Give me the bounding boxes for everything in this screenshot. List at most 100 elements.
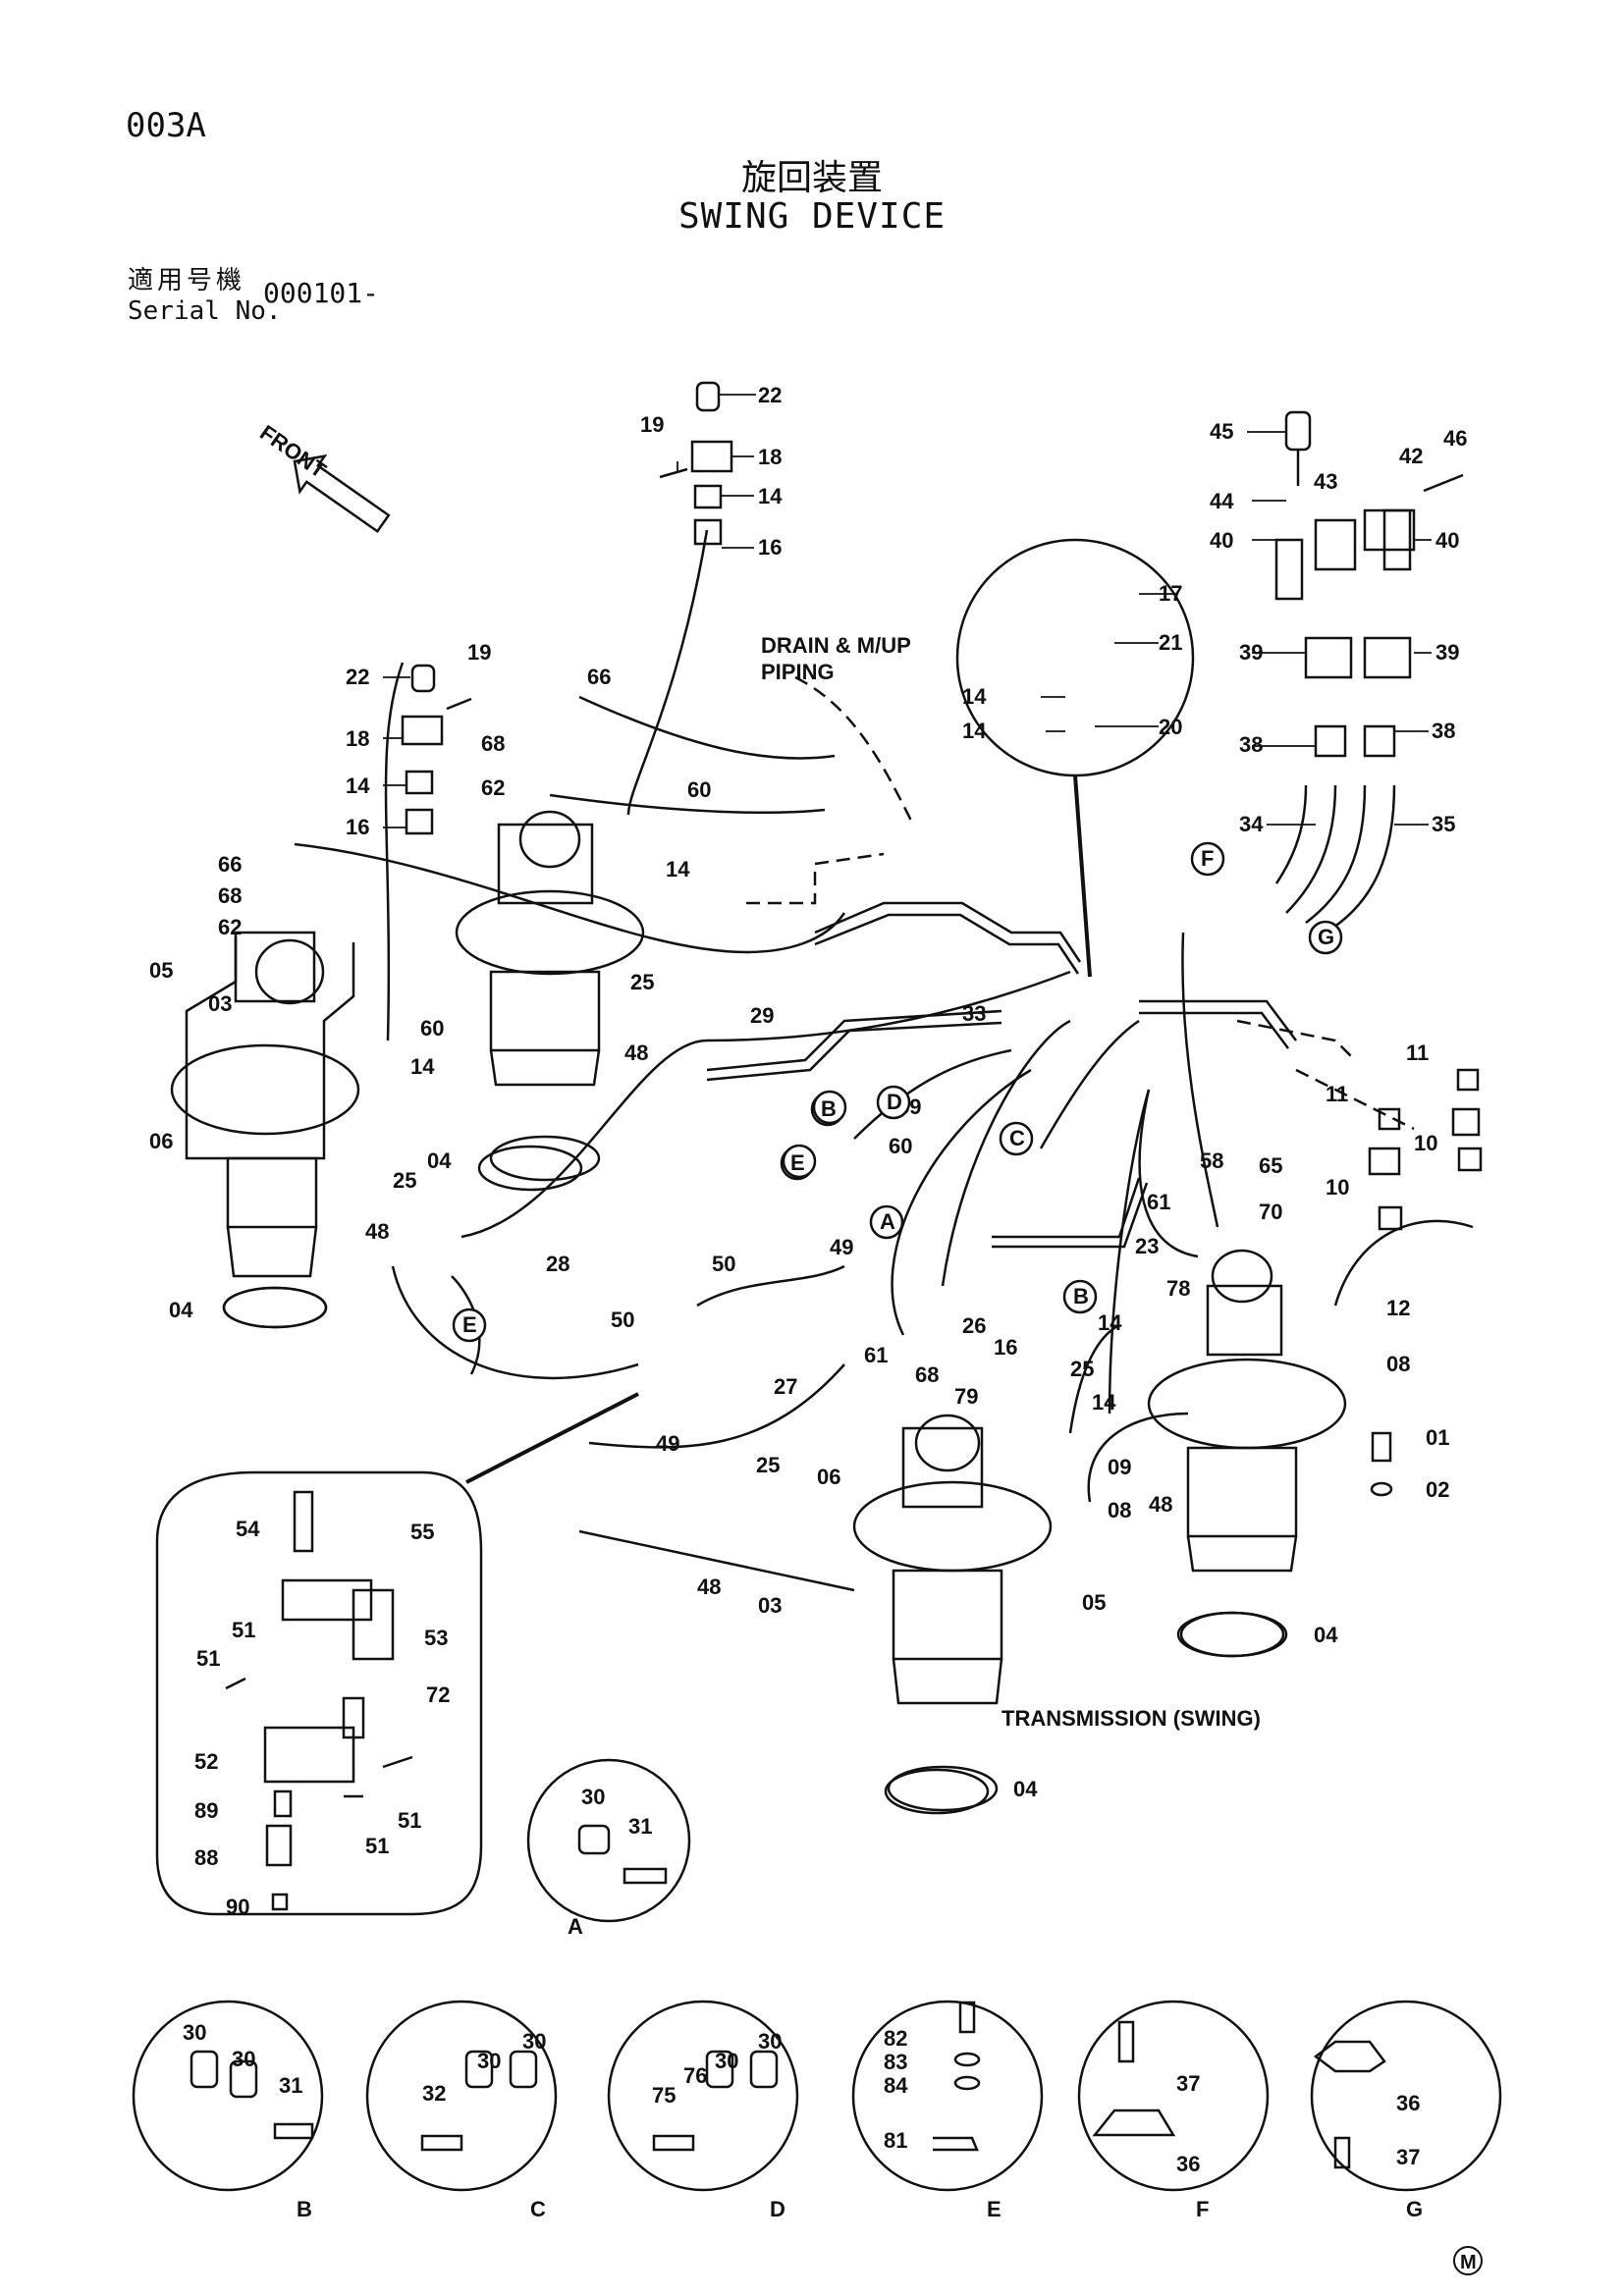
part-label-30-c2: 30 (522, 2029, 546, 2054)
part-label-39-b: 39 (1435, 640, 1459, 665)
part-label-49-a: 49 (830, 1235, 853, 1259)
top-right-valve-block (1274, 410, 1464, 758)
center-swing-motor (852, 1414, 1053, 1812)
part-label-14-top: 14 (758, 484, 783, 508)
detail-circle-a (526, 1758, 691, 1923)
letter-g-marker: G (1318, 925, 1334, 949)
detail-box-manifold (155, 1470, 483, 1916)
part-label-68-c: 68 (915, 1362, 939, 1387)
part-label-35: 35 (1432, 812, 1455, 836)
part-label-32: 32 (422, 2081, 446, 2106)
part-label-08-a: 08 (1108, 1498, 1131, 1522)
part-label-04-left: 04 (169, 1298, 193, 1322)
right-small-components (1368, 1068, 1483, 1497)
part-label-51-b: 51 (196, 1646, 220, 1671)
part-label-25-low: 25 (756, 1453, 780, 1477)
part-label-30-c1: 30 (477, 2049, 501, 2073)
detail-circle-e (851, 2000, 1044, 2192)
part-label-43: 43 (1314, 469, 1337, 494)
manifold-detail (225, 1490, 413, 1911)
part-label-22-top: 22 (758, 383, 782, 407)
letter-c-detail: C (530, 2197, 546, 2221)
letter-d-marker: D (887, 1090, 902, 1114)
part-label-04-c: 04 (1013, 1777, 1038, 1801)
part-label-37-f: 37 (1176, 2071, 1200, 2096)
part-label-49-b: 49 (656, 1431, 679, 1456)
part-label-33: 33 (962, 1001, 986, 1026)
part-label-46: 46 (1443, 426, 1467, 451)
part-label-88: 88 (194, 1845, 218, 1870)
part-label-48-left: 48 (365, 1219, 389, 1244)
part-label-54: 54 (236, 1517, 260, 1541)
letter-f-marker: F (1201, 846, 1214, 871)
letter-e-detail: E (987, 2197, 1001, 2221)
part-label-65: 65 (1259, 1153, 1282, 1178)
part-label-21: 21 (1159, 630, 1182, 655)
part-label-89: 89 (194, 1798, 218, 1823)
title-japanese: 旋回装置 (740, 158, 883, 198)
part-label-81: 81 (884, 2128, 907, 2153)
part-label-61-b: 61 (1147, 1190, 1170, 1214)
part-label-04-r: 04 (1314, 1623, 1338, 1647)
o-ring-upper (477, 1145, 583, 1192)
part-label-38-b: 38 (1432, 719, 1455, 743)
part-label-72: 72 (426, 1682, 450, 1707)
part-label-14-b: 14 (410, 1054, 435, 1079)
part-label-38-a: 38 (1239, 732, 1263, 757)
part-label-60-a: 60 (687, 777, 711, 802)
transmission-swing-note: TRANSMISSION (SWING) (1001, 1706, 1261, 1731)
part-label-60-c: 60 (889, 1134, 912, 1158)
small-detail-parts (189, 1824, 1386, 2169)
page-code: 003A (126, 106, 206, 145)
letter-c-marker: C (1009, 1126, 1025, 1150)
part-label-03-c: 03 (758, 1593, 782, 1618)
part-label-30-b2: 30 (232, 2047, 255, 2071)
part-label-34: 34 (1239, 812, 1264, 836)
part-label-16-top: 16 (758, 535, 782, 560)
part-label-44: 44 (1210, 489, 1234, 513)
part-label-66-a: 66 (587, 665, 611, 689)
part-labels: 22 19 18 14 16 22 19 18 14 16 66 68 62 6… (149, 383, 1467, 2176)
part-label-40-a: 40 (1210, 528, 1233, 553)
part-label-60-b: 60 (420, 1016, 444, 1041)
letter-a-marker: A (880, 1209, 895, 1234)
hoses (294, 529, 1474, 1592)
upper-middle-swing-motor (455, 810, 645, 1182)
top-clamp-assembly (659, 381, 733, 546)
part-label-40-b: 40 (1435, 528, 1459, 553)
part-label-90: 90 (226, 1895, 249, 1919)
letter-a-detail: A (568, 1914, 583, 1939)
part-label-22-left: 22 (346, 665, 369, 689)
part-label-11-b: 11 (1326, 1082, 1348, 1106)
part-label-20: 20 (1159, 715, 1182, 739)
drain-piping-note-line2: PIPING (761, 660, 835, 684)
part-label-79: 79 (954, 1384, 978, 1409)
part-label-14-f: 14 (962, 684, 987, 709)
letter-e-marker-1: E (790, 1150, 805, 1175)
o-ring-center (884, 1768, 990, 1815)
part-label-50-b: 50 (611, 1308, 634, 1332)
part-label-30-a: 30 (581, 1785, 605, 1809)
part-label-14-c: 14 (666, 857, 690, 881)
part-label-01: 01 (1426, 1425, 1449, 1450)
part-label-14-d: 14 (1092, 1390, 1116, 1415)
letter-b-detail: B (297, 2197, 312, 2221)
part-label-55: 55 (410, 1520, 434, 1544)
part-label-51-a: 51 (232, 1618, 255, 1642)
detail-letter-markers (452, 841, 1343, 1343)
part-label-10-b: 10 (1326, 1175, 1349, 1200)
detail-circle-clamp (955, 538, 1195, 777)
part-label-62-a: 62 (481, 775, 505, 800)
part-label-68-a: 68 (481, 731, 505, 756)
part-label-83: 83 (884, 2050, 907, 2074)
part-label-36-f: 36 (1176, 2152, 1200, 2176)
part-label-12: 12 (1386, 1296, 1410, 1320)
part-label-08-b: 08 (1386, 1352, 1410, 1376)
part-label-19-top: 19 (640, 412, 664, 437)
leader-lines (383, 394, 1432, 828)
detail-circle-b (132, 2000, 324, 2192)
part-label-16-left: 16 (346, 815, 369, 839)
serial-label-english: Serial No. (128, 296, 282, 326)
part-label-30-d2: 30 (758, 2029, 782, 2054)
